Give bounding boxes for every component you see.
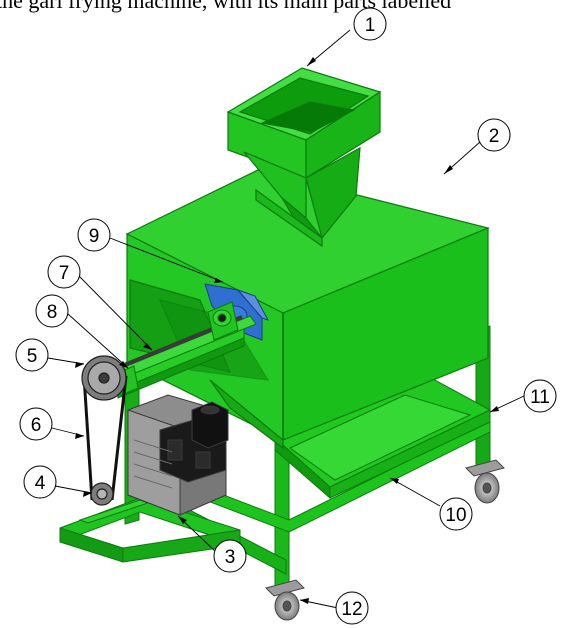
hopper [226, 67, 382, 248]
caption-fragment: the gari frying machine, with its main p… [0, 0, 563, 22]
caption-text: the gari frying machine, with its main p… [0, 0, 452, 13]
callout-4-number: 4 [35, 473, 46, 494]
bearing [119, 301, 239, 395]
callout-12-number: 12 [341, 599, 362, 620]
castor-wheel-back [465, 459, 505, 504]
callout-6-number: 6 [31, 415, 42, 436]
callouts: 1 2 3 4 5 6 [15, 7, 557, 625]
callout-2-number: 2 [489, 126, 500, 147]
callout-2: 2 [443, 118, 511, 175]
callout-9-number: 9 [89, 226, 100, 247]
callout-3: 3 [177, 515, 247, 573]
castor-wheel-front [265, 579, 305, 621]
shaft-pulley [81, 355, 127, 401]
callout-5: 5 [15, 338, 85, 372]
callout-7-number: 7 [59, 263, 70, 284]
callout-8: 8 [35, 294, 129, 369]
v-belt [82, 375, 128, 501]
callout-11: 11 [489, 379, 557, 413]
callout-5-number: 5 [27, 346, 38, 367]
callout-1: 1 [306, 7, 387, 67]
callout-8-number: 8 [47, 302, 58, 323]
callout-6: 6 [19, 407, 85, 441]
callout-10-number: 10 [445, 505, 466, 526]
engine [127, 394, 229, 516]
callout-11-number: 11 [530, 387, 550, 408]
callout-9: 9 [77, 218, 224, 283]
collecting-tray [274, 371, 492, 500]
callout-4: 4 [23, 465, 93, 499]
callout-3-number: 3 [225, 547, 236, 568]
callout-10: 10 [389, 477, 473, 531]
frame-stand [59, 325, 491, 593]
callout-12: 12 [299, 591, 369, 625]
callout-7: 7 [47, 255, 153, 351]
callout-1-number: 1 [365, 15, 376, 36]
engine-pulley [90, 482, 114, 506]
